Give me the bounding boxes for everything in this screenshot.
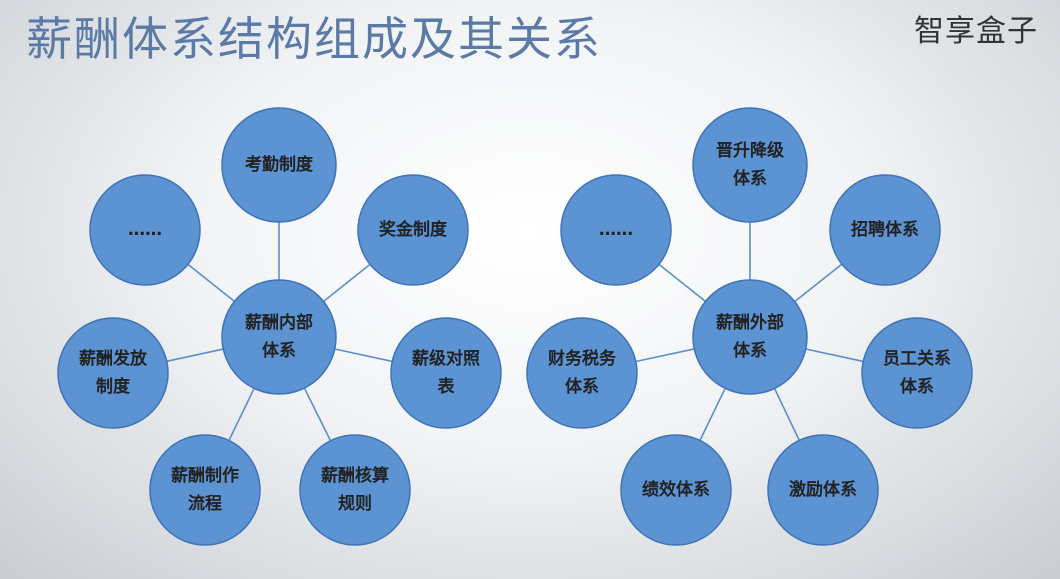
connector-external-jixiao <box>699 387 726 441</box>
node-external-jixiao-label: 绩效体系 <box>642 479 710 500</box>
node-internal-kaoqin-circle <box>221 107 337 223</box>
node-external-jinsheng-circle <box>692 107 808 223</box>
connector-internal-more <box>187 263 235 303</box>
node-internal-zhizuo-label: 薪酬制作 <box>171 465 239 486</box>
node-external-more-circle <box>560 174 672 286</box>
node-external-zhaopin: 招聘体系 <box>829 174 941 286</box>
node-internal-more-circle <box>89 174 201 286</box>
node-external-jixiao: 绩效体系 <box>620 434 732 546</box>
node-internal-xinji-circle <box>390 317 502 429</box>
node-external-yuangong-circle <box>861 317 973 429</box>
node-external-caiwu-label: 财务税务 <box>547 348 617 369</box>
hub-external-label: 体系 <box>733 340 767 361</box>
node-internal-jiangjin: 奖金制度 <box>357 174 469 286</box>
node-internal-zhizuo-circle <box>149 434 261 546</box>
connector-internal-jiangjin <box>323 263 371 303</box>
node-internal-zhizuo-label: 流程 <box>188 493 222 514</box>
node-internal-fafang-circle <box>57 317 169 429</box>
node-internal-xinji-label: 薪级对照 <box>412 348 480 369</box>
node-external-more-label: …… <box>599 220 633 240</box>
node-internal-kaoqin: 考勤制度 <box>221 107 337 223</box>
node-internal-more-label: …… <box>128 220 162 240</box>
brand-logo: 智享盒子 <box>914 14 1038 49</box>
hub-external-circle <box>692 279 808 395</box>
node-external-zhaopin-circle <box>829 174 941 286</box>
hub-internal-circle <box>221 279 337 395</box>
node-internal-hesuan-label: 规则 <box>338 493 372 514</box>
hub-external-label: 薪酬外部 <box>716 312 784 333</box>
node-external-jinsheng-label: 晋升降级 <box>716 140 784 161</box>
node-external-jixiao-circle <box>620 434 732 546</box>
node-internal-fafang-label: 薪酬发放 <box>79 348 148 369</box>
hub-internal-label: 薪酬内部 <box>245 312 313 333</box>
node-internal-hesuan-circle <box>299 434 411 546</box>
hub-internal-label: 体系 <box>262 340 296 361</box>
node-external-jili-circle <box>767 434 879 546</box>
node-internal-fafang-label: 制度 <box>96 376 131 397</box>
node-internal-xinji-label: 表 <box>438 376 456 397</box>
node-external-zhaopin-label: 招聘体系 <box>851 219 919 240</box>
connector-external-zhaopin <box>794 263 843 303</box>
connector-internal-xinji <box>334 348 393 363</box>
connector-external-jili <box>773 388 801 441</box>
node-external-jili-label: 激励体系 <box>789 479 857 500</box>
node-external-yuangong-label: 员工关系 <box>883 348 951 369</box>
connector-external-more <box>658 263 706 303</box>
node-external-jinsheng-label: 体系 <box>733 168 767 189</box>
node-internal-jiangjin-circle <box>357 174 469 286</box>
node-external-more: …… <box>560 174 672 286</box>
node-internal-jiangjin-label: 奖金制度 <box>379 219 448 240</box>
node-external-caiwu-circle <box>526 317 638 429</box>
node-external-caiwu-label: 体系 <box>565 376 599 397</box>
node-external-jili: 激励体系 <box>767 434 879 546</box>
node-internal-hesuan-label: 薪酬核算 <box>321 465 389 486</box>
node-internal-kaoqin-label: 考勤制度 <box>244 154 314 175</box>
connector-internal-zhizuo <box>228 387 255 441</box>
page-title: 薪酬体系结构组成及其关系 <box>26 12 602 66</box>
connector-external-caiwu <box>635 348 695 363</box>
node-internal-more: …… <box>89 174 201 286</box>
connector-internal-fafang <box>166 348 224 363</box>
connector-internal-hesuan <box>303 387 332 442</box>
connector-external-yuangong <box>805 348 864 363</box>
node-external-yuangong-label: 体系 <box>900 376 934 397</box>
